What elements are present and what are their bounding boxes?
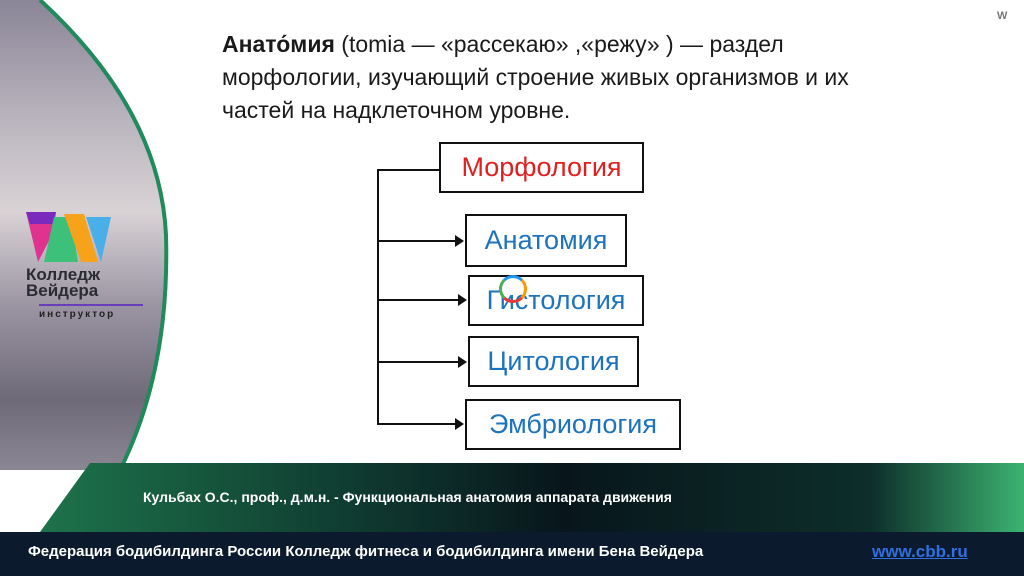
loading-spinner-icon — [499, 275, 527, 303]
green-arc-divider — [38, 0, 169, 470]
title-term: Анато́мия — [222, 31, 335, 57]
box-embryology: Эмбриология — [465, 399, 681, 450]
logo-subtitle: инструктор — [39, 309, 116, 320]
college-logo: Колледж Вейдера инструктор — [26, 212, 143, 320]
box-morphology: Морфология — [439, 142, 644, 193]
box-histology: Гистология — [468, 275, 644, 326]
title-definition: (tomia — «рассекаю» ,«режу» ) — раздел м… — [222, 31, 849, 123]
box-anatomy: Анатомия — [465, 214, 627, 267]
arrow-cytology — [377, 356, 467, 368]
organization-text: Федерация бодибилдинга России Колледж фи… — [28, 543, 704, 560]
arrow-histology — [377, 294, 467, 306]
arrow-anatomy — [377, 235, 464, 247]
slide-title: Анато́мия (tomia — «рассекаю» ,«режу» ) … — [222, 28, 882, 127]
watermark-icon: W — [997, 10, 1008, 22]
footer-bar — [0, 532, 1024, 576]
author-text: Кульбах О.С., проф., д.м.н. - Функционал… — [143, 489, 672, 505]
logo-line1: Колледж — [26, 265, 101, 284]
logo-divider — [39, 304, 143, 306]
author-band — [40, 463, 1024, 532]
connector-vertical — [377, 170, 379, 424]
arrow-embryology — [377, 418, 464, 430]
connector-root — [377, 169, 440, 171]
logo-line2: Вейдера — [26, 281, 99, 300]
website-link[interactable]: www.cbb.ru — [872, 542, 968, 561]
weider-logo-icon — [26, 212, 111, 262]
box-cytology: Цитология — [468, 336, 639, 387]
